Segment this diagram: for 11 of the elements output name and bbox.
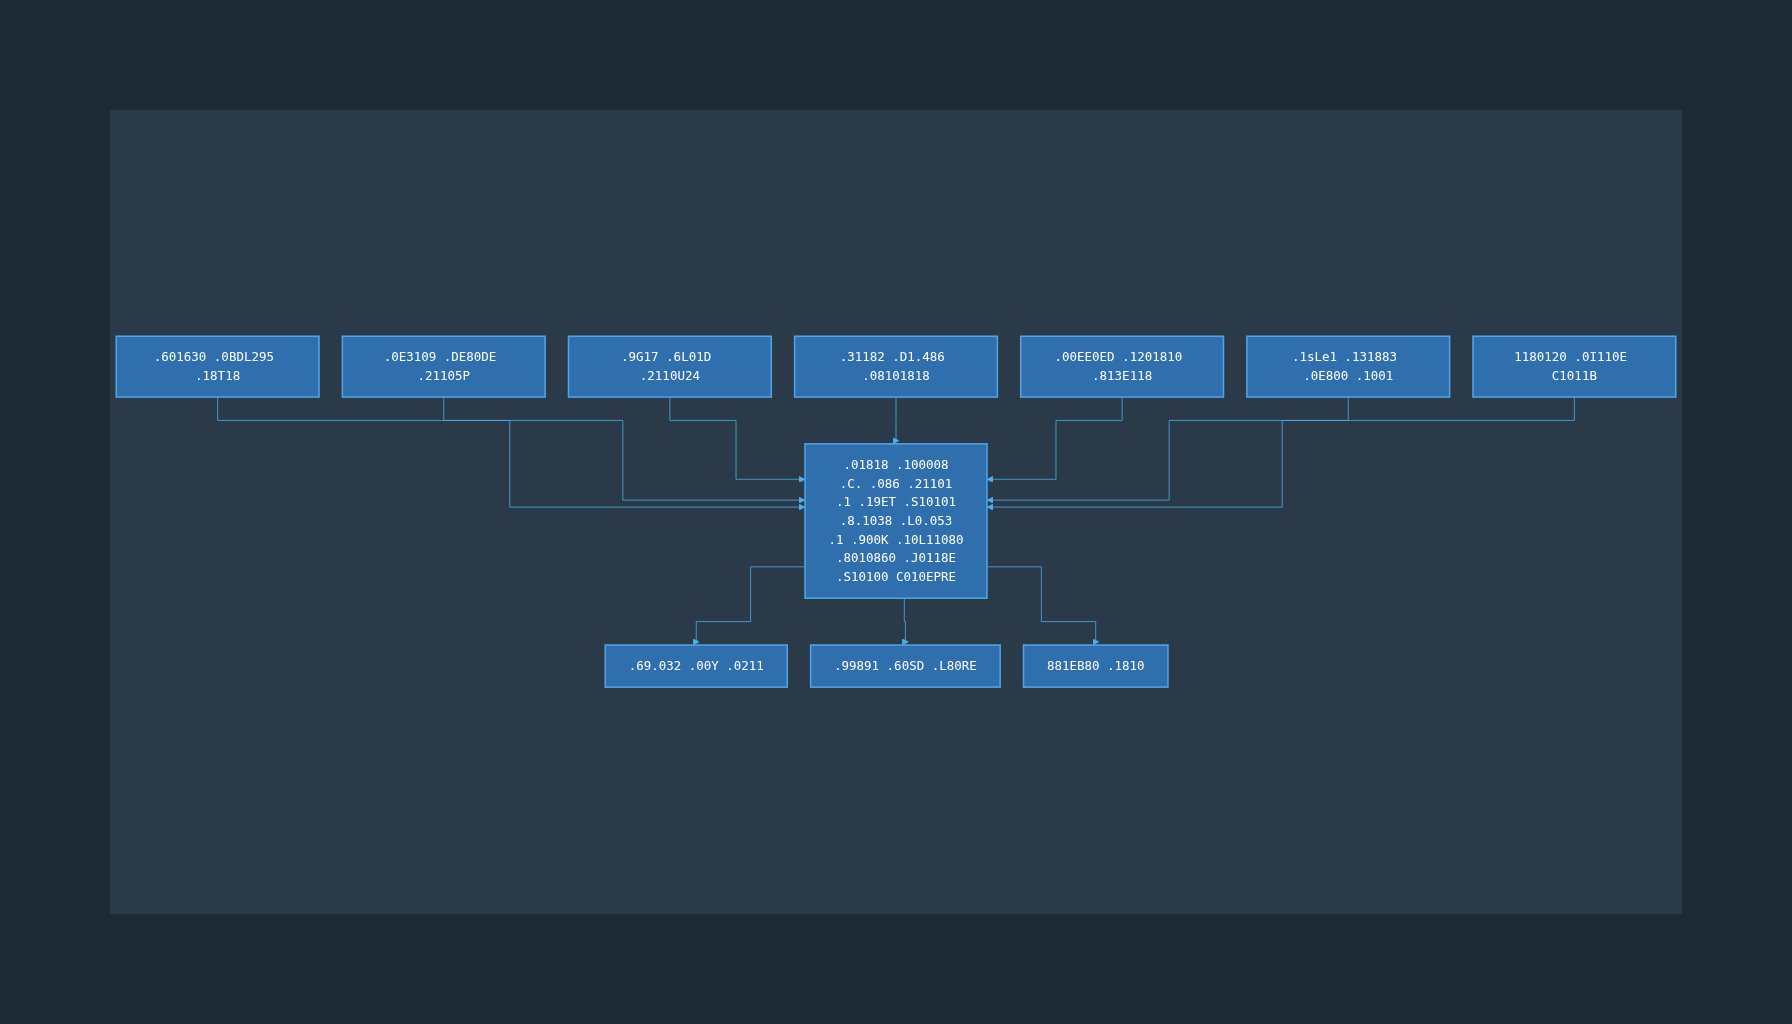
node-box: .1sLe1 .131883 .0E800 .1001 bbox=[1246, 335, 1451, 399]
node-box: .99891 .60SD .L80RE bbox=[809, 644, 1001, 689]
node-box: .01818 .100008 .C. .086 .21101 .1 .19ET .S10101 .8.1038 .L0.053 .1 .900K .10L11080 .8010860 .J0118E .S10100 C010EPRE bbox=[804, 443, 988, 600]
node-box: .00EE0ED .1201810 .813E118 bbox=[1020, 335, 1225, 399]
node-box: .31182 .D1.486 .08101818 bbox=[793, 335, 999, 399]
node-box: .601630 .0BDL295 .18T18 bbox=[115, 335, 320, 399]
node-box: 1180120 .0I110E C1011B bbox=[1472, 335, 1677, 399]
node-box: .69.032 .00Y .0211 bbox=[604, 644, 788, 689]
node-box: .0E3109 .DE80DE .21105P bbox=[341, 335, 546, 399]
node-box: 881EB80 .1810 bbox=[1022, 644, 1169, 689]
node-box: .9G17 .6L01D .2110U24 bbox=[567, 335, 772, 399]
